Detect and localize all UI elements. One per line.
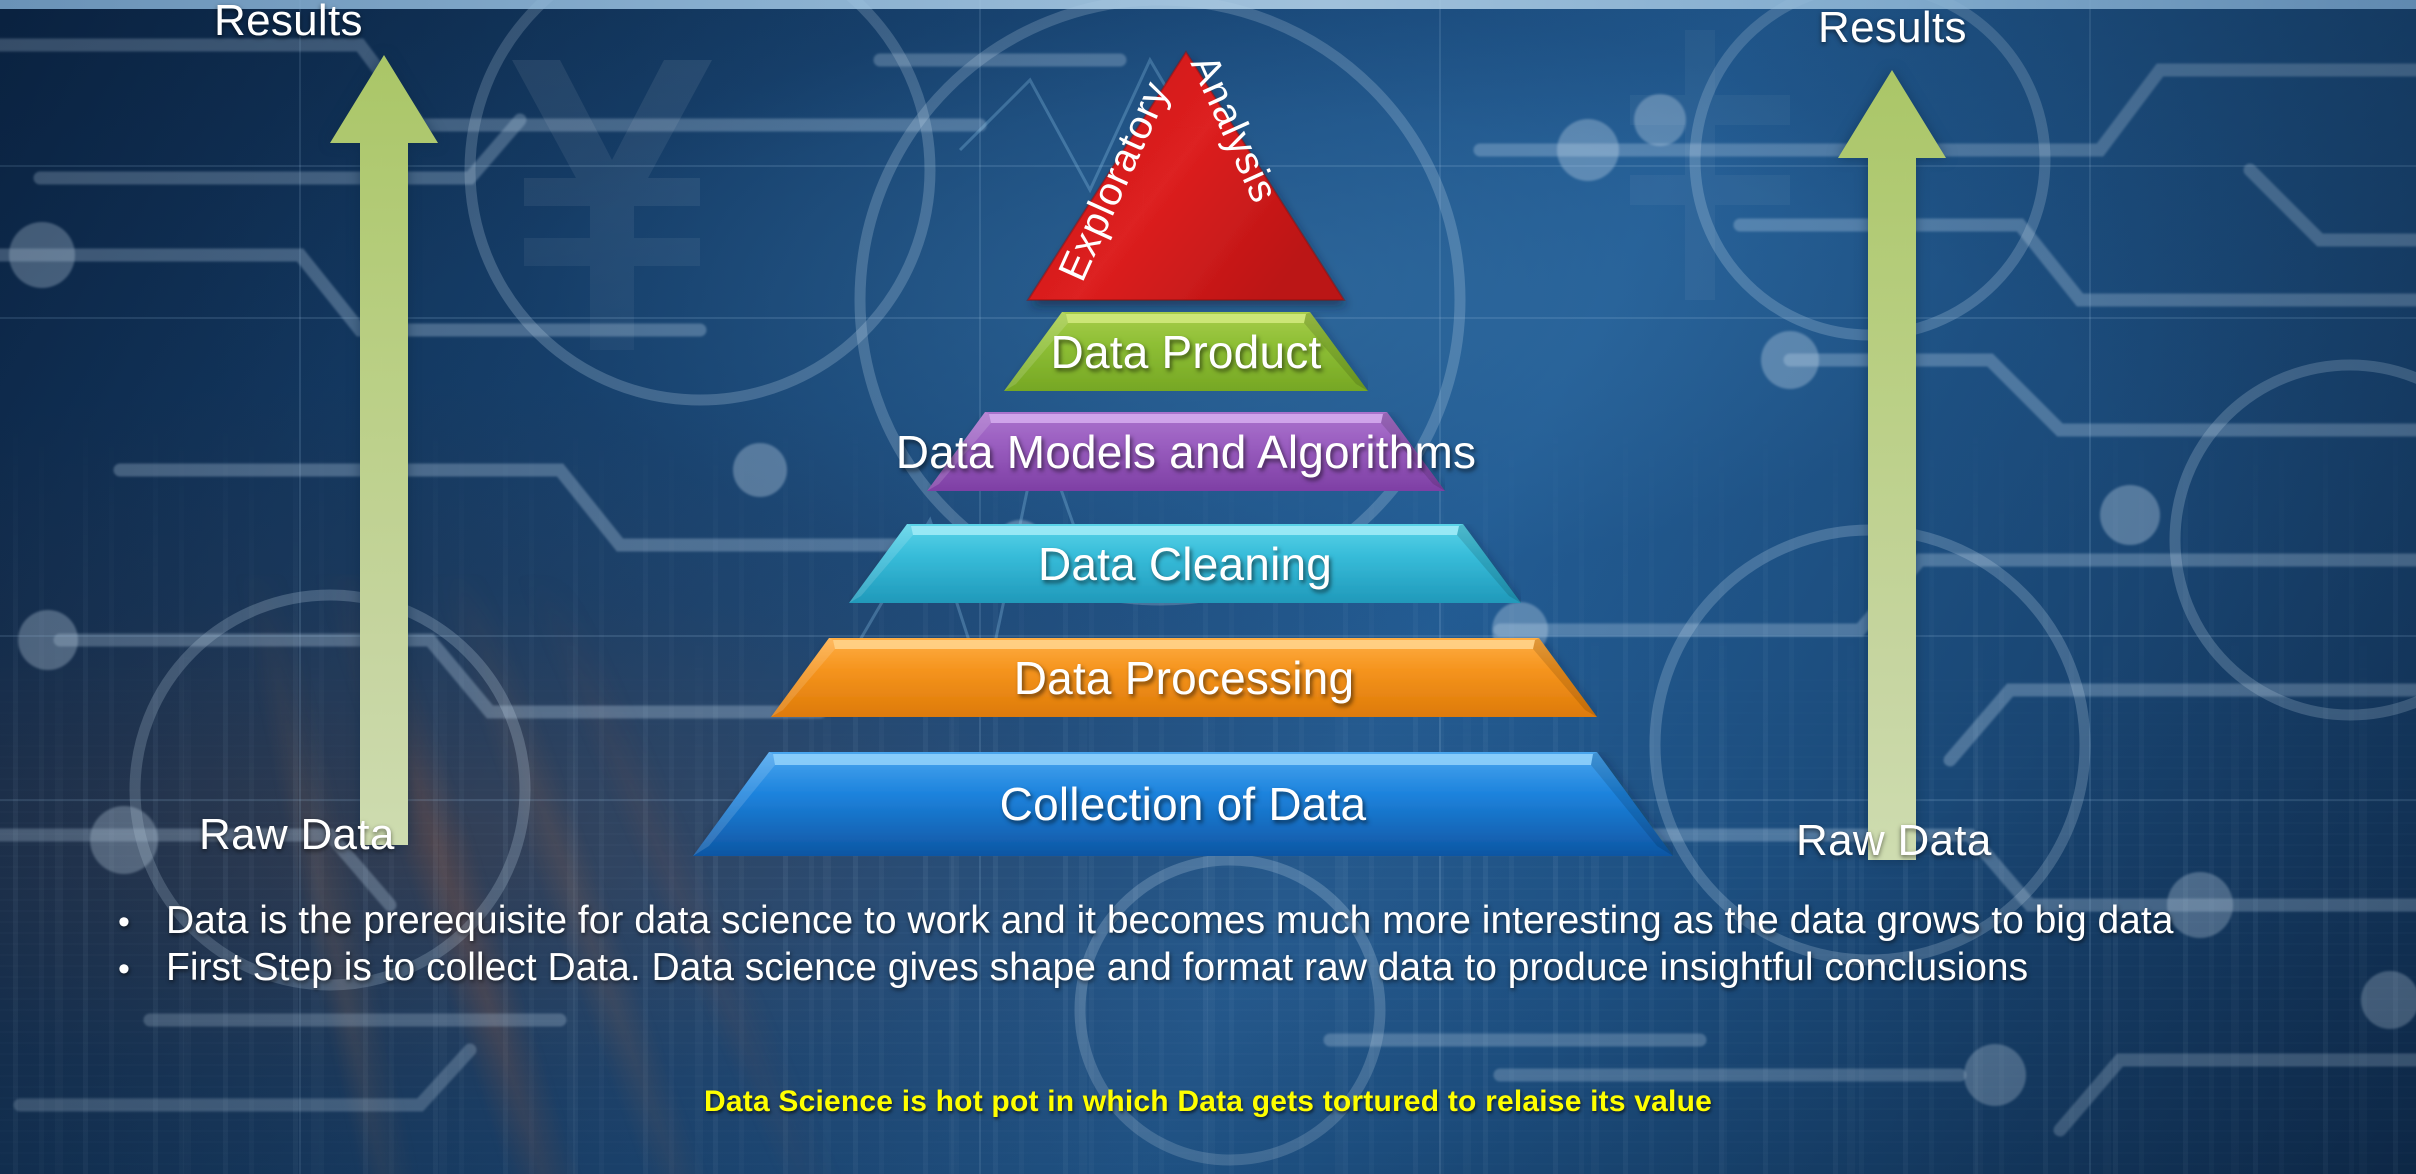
list-item: • First Step is to collect Data. Data sc… [118,945,2408,992]
tier-shape-purple [927,412,1445,491]
label-raw-data-right: Raw Data [1796,816,1992,865]
label-raw-data-left: Raw Data [199,810,395,859]
bullet-list: • Data is the prerequisite for data scie… [118,898,2408,992]
yen-symbol-watermark [512,60,712,350]
pyramid-tier-data-processing[interactable]: Data Processing [771,638,1597,717]
tier-shape-orange [771,638,1597,717]
pyramid-apex-exploratory-analysis[interactable]: Exploratory Analysis [1026,48,1346,310]
label-results-right: Results [1818,3,1967,52]
pyramid-diagram: Exploratory Analysis [693,48,1673,856]
list-item: • Data is the prerequisite for data scie… [118,898,2408,945]
arrow-up-right [1838,70,1946,860]
bullet-marker-icon: • [118,950,130,988]
top-accent-strip [0,0,2416,9]
bullet-text: First Step is to collect Data. Data scie… [166,946,2029,989]
tier-shape-green [1004,312,1368,391]
pyramid-tier-data-cleaning[interactable]: Data Cleaning [849,524,1521,603]
bullet-text: Data is the prerequisite for data scienc… [166,899,2174,942]
pyramid-tier-data-product[interactable]: Data Product [1004,312,1368,391]
tier-shape-blue [693,752,1673,856]
currency-symbol-watermark [1630,30,1790,300]
label-results-left: Results [214,0,363,45]
tier-shape-cyan [849,524,1521,603]
bullet-marker-icon: • [118,903,130,941]
pyramid-tier-data-models-algorithms[interactable]: Data Models and Algorithms [896,412,1476,491]
arrow-up-left [330,55,438,845]
highlight-caption: Data Science is hot pot in which Data ge… [704,1085,1712,1118]
pyramid-tier-collection-of-data[interactable]: Collection of Data [693,752,1673,856]
